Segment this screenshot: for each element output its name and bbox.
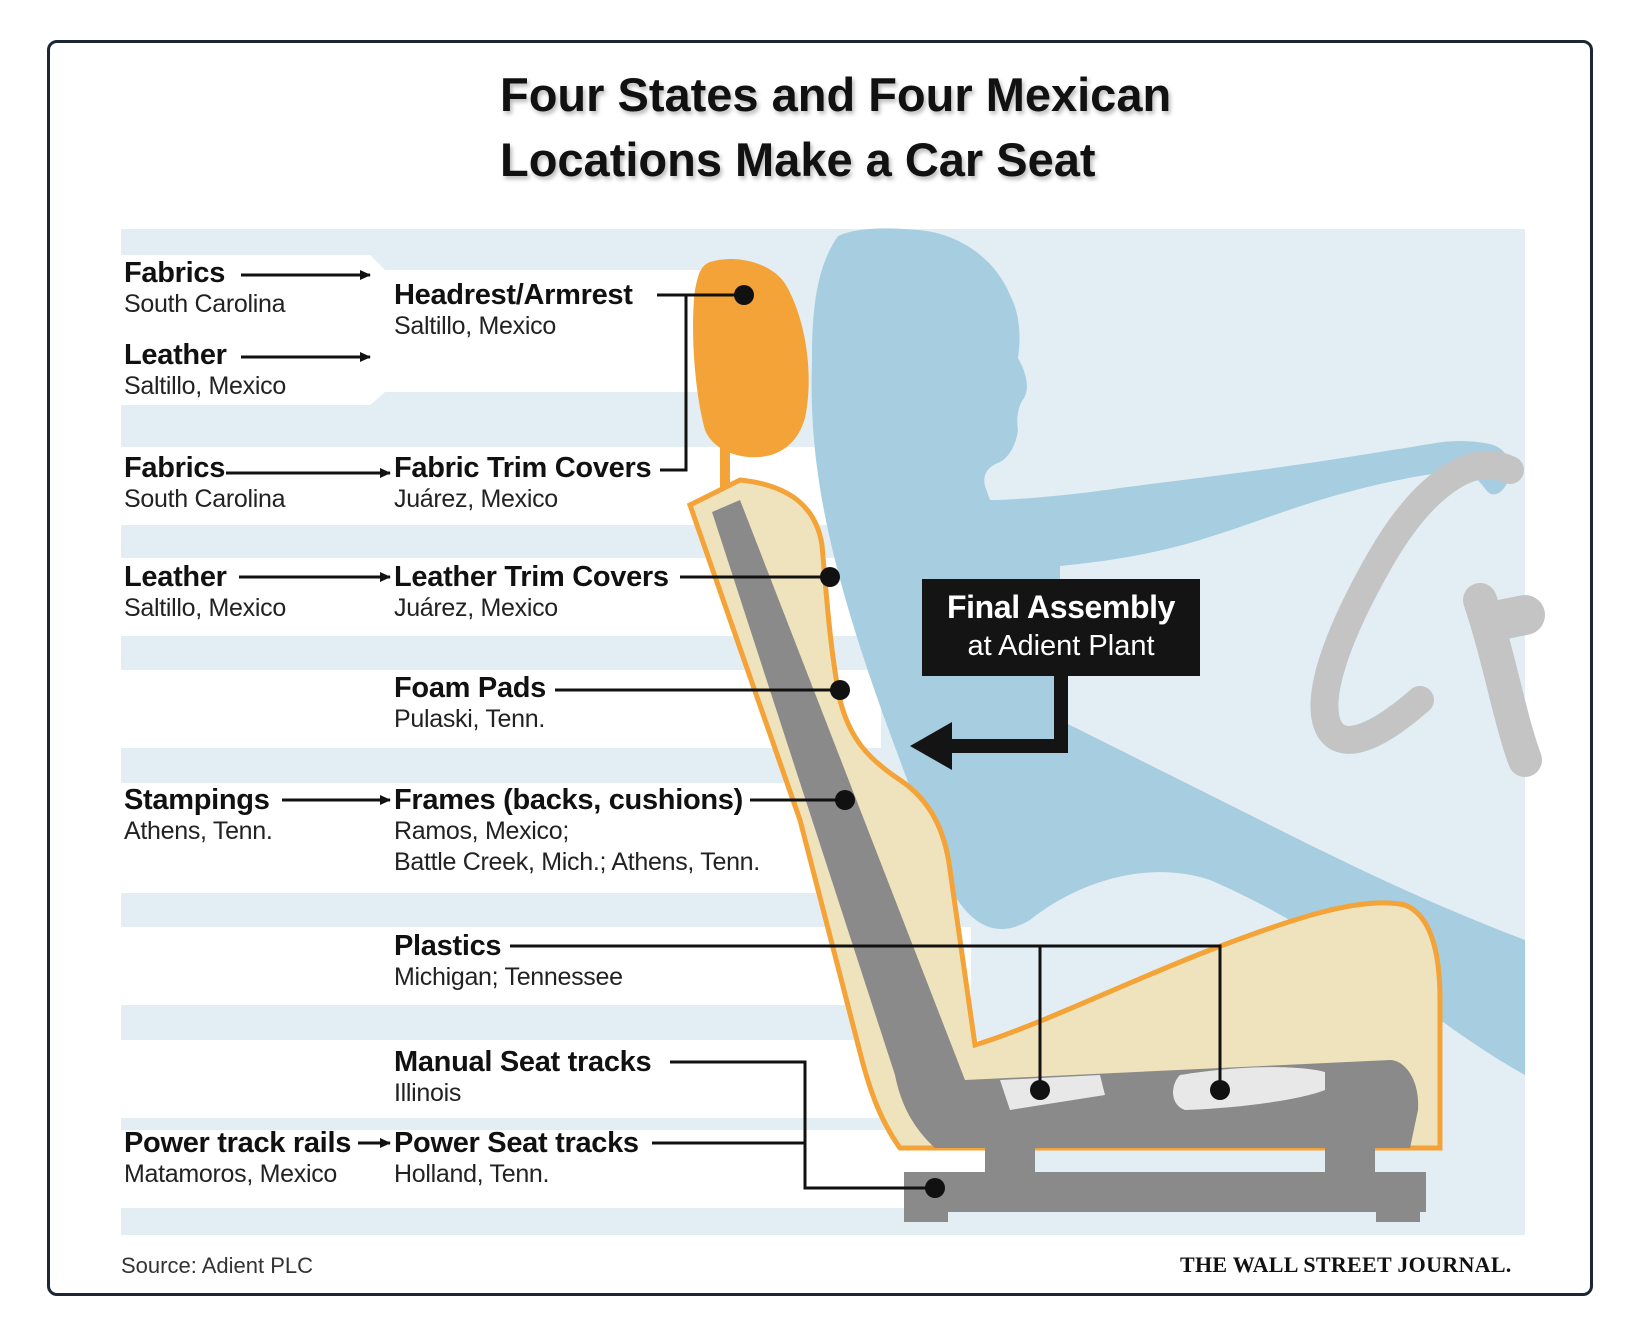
supplier-name: Power track rails <box>124 1127 352 1159</box>
final-assembly-line1: Final Assembly <box>947 589 1175 625</box>
component-frames: Frames (backs, cushions) Ramos, Mexico; … <box>394 784 760 878</box>
leader-dots <box>734 285 1230 1198</box>
dot-headrest <box>734 285 754 305</box>
car-seat <box>686 477 1443 1151</box>
component-location: Holland, Tenn. <box>394 1160 550 1188</box>
component-location: Juárez, Mexico <box>394 594 558 622</box>
dot-frames <box>835 790 855 810</box>
component-name: Plastics <box>394 930 502 962</box>
component-location: Ramos, Mexico; <box>394 817 570 845</box>
dot-foam <box>830 680 850 700</box>
supplier-location: Saltillo, Mexico <box>124 594 286 622</box>
component-location: Michigan; Tennessee <box>394 963 623 991</box>
supplier-name: Leather <box>124 339 227 371</box>
seat-track-base <box>904 1148 1426 1222</box>
component-manual-seat-tracks: Manual Seat tracks Illinois <box>394 1046 652 1109</box>
component-name: Leather Trim Covers <box>394 561 669 593</box>
component-headrest-armrest: Headrest/Armrest Saltillo, Mexico <box>394 279 633 342</box>
final-assembly-box: Final Assembly at Adient Plant <box>922 579 1200 676</box>
component-name: Foam Pads <box>394 672 547 704</box>
component-location: Battle Creek, Mich.; Athens, Tenn. <box>394 848 760 876</box>
component-name: Headrest/Armrest <box>394 279 633 311</box>
component-location: Saltillo, Mexico <box>394 312 556 340</box>
title-line-1: Four States and Four Mexican <box>500 68 1172 121</box>
component-location: Pulaski, Tenn. <box>394 705 545 733</box>
supplier-power-track-rails: Power track rails Matamoros, Mexico <box>124 1127 351 1190</box>
final-assembly-arrow <box>910 676 1068 770</box>
person-silhouette <box>811 228 1525 1075</box>
supplier-location: Athens, Tenn. <box>124 817 273 845</box>
leader-plastics <box>510 944 1222 1090</box>
component-fabric-trim-covers: Fabric Trim Covers Juárez, Mexico <box>394 452 652 515</box>
supplier-name: Leather <box>124 561 227 593</box>
headrest <box>693 258 809 488</box>
title-line-2: Locations Make a Car Seat <box>500 133 1096 186</box>
component-location: Illinois <box>394 1079 462 1107</box>
supplier-fabrics-1: Fabrics South Carolina <box>124 257 285 320</box>
supplier-location: Saltillo, Mexico <box>124 372 286 400</box>
supplier-location: Matamoros, Mexico <box>124 1160 338 1188</box>
supplier-leather-1: Leather Saltillo, Mexico <box>124 339 286 402</box>
supplier-location: South Carolina <box>124 485 286 513</box>
component-plastics: Plastics Michigan; Tennessee <box>394 930 623 993</box>
supplier-name: Fabrics <box>124 452 226 484</box>
component-location: Juárez, Mexico <box>394 485 558 513</box>
component-name: Manual Seat tracks <box>394 1046 652 1078</box>
dot-plastics-1 <box>1030 1080 1050 1100</box>
supplier-name: Fabrics <box>124 257 226 289</box>
supplier-fabrics-2: Fabrics South Carolina <box>124 452 285 515</box>
leader-fabric-trim <box>660 295 688 472</box>
supplier-stampings: Stampings Athens, Tenn. <box>124 784 273 847</box>
source-note: Source: Adient PLC <box>121 1253 314 1278</box>
supplier-arrows <box>226 270 391 1148</box>
dot-plastics-2 <box>1210 1080 1230 1100</box>
leader-manual-tracks <box>670 1060 935 1190</box>
supplier-name: Stampings <box>124 784 270 816</box>
leader-lines <box>510 293 1222 1190</box>
component-name: Frames (backs, cushions) <box>394 784 743 816</box>
publisher-logo: THE WALL STREET JOURNAL. <box>1180 1252 1512 1277</box>
component-name: Power Seat tracks <box>394 1127 639 1159</box>
supplier-location: South Carolina <box>124 290 286 318</box>
dot-seat-track <box>925 1178 945 1198</box>
infographic-title: Four States and Four Mexican Locations M… <box>500 62 1260 192</box>
component-name: Fabric Trim Covers <box>394 452 652 484</box>
component-foam-pads: Foam Pads Pulaski, Tenn. <box>394 672 546 735</box>
component-leather-trim-covers: Leather Trim Covers Juárez, Mexico <box>394 561 669 624</box>
component-power-seat-tracks: Power Seat tracks Holland, Tenn. <box>394 1127 639 1190</box>
supplier-leather-2: Leather Saltillo, Mexico <box>124 561 286 624</box>
final-assembly-line2: at Adient Plant <box>967 630 1155 662</box>
dot-leather-trim <box>820 567 840 587</box>
steering-wheel <box>1310 451 1545 777</box>
